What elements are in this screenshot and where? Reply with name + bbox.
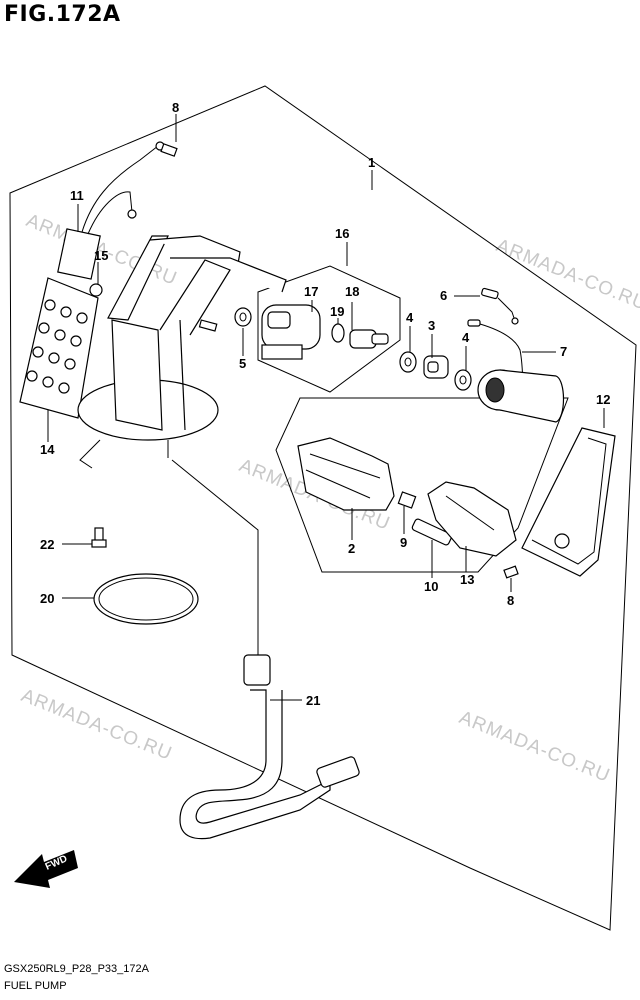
drawing-code: GSX250RL9_P28_P33_172A bbox=[4, 963, 149, 975]
leader-lines bbox=[47, 114, 605, 701]
callout-4-b: 4 bbox=[462, 330, 470, 345]
callout-2: 2 bbox=[348, 541, 355, 556]
watermark-4: ARMADA-CO.RU bbox=[18, 685, 175, 765]
bolt-part-8-top bbox=[160, 143, 178, 157]
cushion-part-10 bbox=[411, 518, 453, 546]
callout-18: 18 bbox=[345, 284, 359, 299]
callout-9: 9 bbox=[400, 535, 407, 550]
filter-part-3 bbox=[423, 355, 449, 379]
bolt-part-22 bbox=[91, 527, 107, 548]
figure-caption: FUEL PUMP bbox=[4, 980, 67, 992]
regulator-part-17 bbox=[261, 304, 321, 360]
callout-3: 3 bbox=[428, 318, 435, 333]
cover-part-13 bbox=[427, 481, 517, 557]
callout-13: 13 bbox=[460, 572, 474, 587]
fitting-part-18 bbox=[349, 329, 389, 349]
bolt-part-8-lower bbox=[503, 565, 519, 579]
footer: GSX250RL9_P28_P33_172A FUEL PUMP bbox=[4, 961, 149, 995]
callout-4-a: 4 bbox=[406, 310, 414, 325]
forward-arrow-icon: FWD bbox=[14, 850, 78, 888]
strainer-part-12 bbox=[521, 427, 616, 577]
pump-bracket bbox=[77, 235, 287, 469]
oring-part-20 bbox=[93, 573, 199, 625]
clamp-part-15 bbox=[89, 283, 103, 297]
figure-title: FIG.172A bbox=[4, 2, 121, 27]
callout-8-lower: 8 bbox=[507, 593, 514, 608]
washer-part-4-a bbox=[399, 351, 417, 373]
callout-11: 11 bbox=[70, 188, 84, 203]
callout-1: 1 bbox=[368, 155, 375, 170]
washer-part-5 bbox=[234, 307, 252, 327]
callout-8-top: 8 bbox=[172, 100, 179, 115]
watermark-5: ARMADA-CO.RU bbox=[456, 707, 613, 787]
callout-5: 5 bbox=[239, 356, 246, 371]
oring-part-19 bbox=[331, 323, 345, 343]
washer-part-4-b bbox=[454, 369, 472, 391]
callout-15: 15 bbox=[94, 248, 108, 263]
callout-17: 17 bbox=[304, 284, 318, 299]
callout-10: 10 bbox=[424, 579, 438, 594]
callout-16: 16 bbox=[335, 226, 349, 241]
callout-19: 19 bbox=[330, 304, 344, 319]
subassembly-cover-outline bbox=[275, 397, 569, 573]
callout-6: 6 bbox=[440, 288, 447, 303]
clip-part-9 bbox=[397, 491, 417, 509]
subassembly-16-outline bbox=[257, 265, 401, 393]
assembly-outline bbox=[9, 85, 637, 931]
fuel-hose-part-21 bbox=[171, 459, 360, 840]
callout-21: 21 bbox=[306, 693, 320, 708]
callout-7: 7 bbox=[560, 344, 567, 359]
fuel-pump-motor bbox=[477, 369, 565, 423]
wire-part-6 bbox=[481, 287, 519, 325]
connector-part-11 bbox=[57, 141, 165, 280]
bracket-bolt bbox=[198, 319, 218, 332]
protector-pad-part-14 bbox=[19, 277, 99, 419]
callout-labels: 1 8 11 15 5 16 17 18 19 4 3 4 6 7 12 14 … bbox=[40, 100, 610, 708]
callout-14: 14 bbox=[40, 442, 55, 457]
watermark-2: ARMADA-CO.RU bbox=[493, 235, 640, 315]
callout-12: 12 bbox=[596, 392, 610, 407]
callout-20: 20 bbox=[40, 591, 54, 606]
pump-case-part-2 bbox=[297, 437, 395, 511]
callout-22: 22 bbox=[40, 537, 54, 552]
